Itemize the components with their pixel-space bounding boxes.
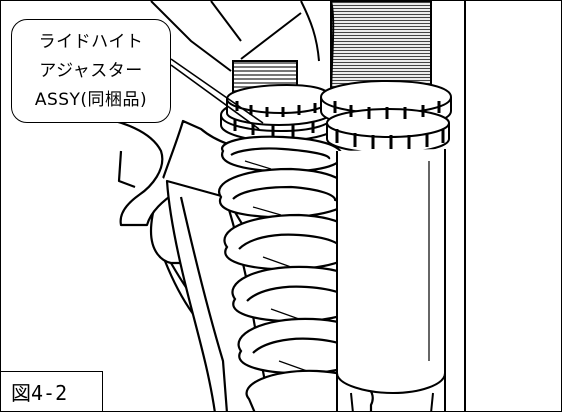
spring-shading: [244, 160, 308, 372]
callout-line-1: ライドハイト: [38, 31, 144, 52]
callout-line-3: ASSY(同梱品): [34, 89, 148, 110]
part-callout: ライドハイト アジャスター ASSY(同梱品): [11, 19, 171, 123]
fender-panel: [150, 1, 320, 72]
figure-number-label: 図4-2: [1, 371, 103, 411]
figure-number-text: 図4-2: [11, 381, 68, 405]
ride-height-adjuster-rings: [220, 83, 336, 143]
callout-line-2: アジャスター: [39, 60, 143, 81]
damper-cylinder: [336, 149, 446, 411]
damper-lock-rings: [320, 79, 452, 155]
callout-leader: [170, 58, 264, 130]
